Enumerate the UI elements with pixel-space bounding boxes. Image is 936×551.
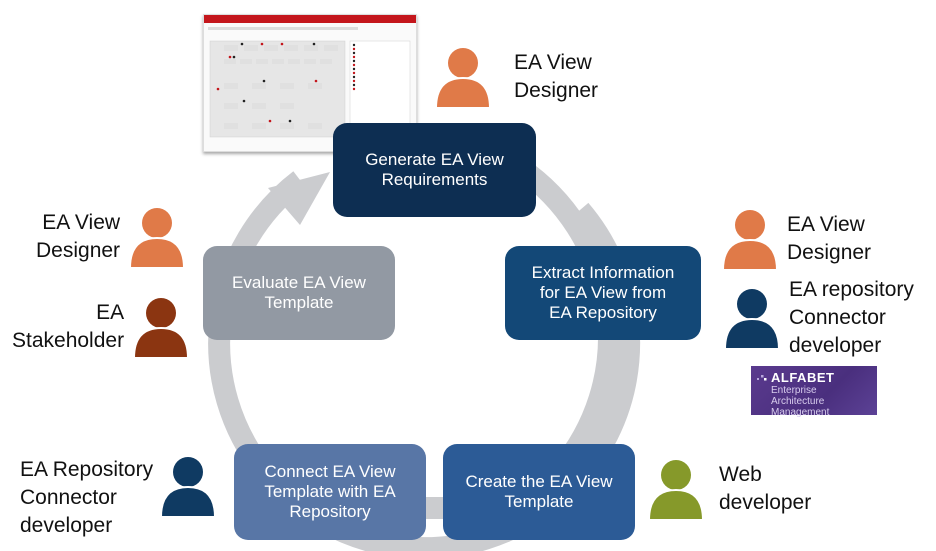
role-label: Web developer [719, 463, 812, 514]
role-ea-stakeholder: EA Stakeholder [12, 296, 190, 358]
alfabet-brand-text: ALFABET [771, 370, 835, 385]
step-generate-requirements: Generate EA View Requirements [333, 123, 536, 217]
step-create-template: Create the EA View Template [443, 444, 635, 540]
step-connect-template: Connect EA View Template with EA Reposit… [234, 444, 426, 540]
step-extract-information: Extract Information for EA View from EA … [505, 246, 701, 340]
person-icon [647, 460, 705, 520]
role-label: EA View Designer [36, 211, 121, 262]
ring-connector-bottom [420, 497, 450, 519]
role-web-developer: Web developer [647, 458, 811, 520]
role-label: EA Stakeholder [12, 301, 125, 352]
role-ea-repository-connector-developer-right: EA repository Connector developer [723, 276, 914, 360]
person-icon [723, 289, 781, 349]
role-ea-view-designer-left: EA View Designer [36, 206, 186, 268]
person-icon [133, 298, 190, 358]
alfabet-brand: ALFABET [757, 371, 871, 385]
thumbnail-title-bar [204, 15, 416, 23]
ea-view-screenshot-thumbnail [203, 14, 417, 152]
step-evaluate-template: Evaluate EA View Template [203, 246, 395, 340]
alfabet-logo: ALFABET Enterprise Architecture Manageme… [751, 366, 877, 418]
person-icon [721, 210, 779, 270]
alfabet-tagline: Enterprise Architecture Management [771, 385, 830, 418]
role-label: EA repository Connector developer [789, 278, 914, 357]
role-ea-view-designer-top: EA View Designer [434, 46, 598, 108]
role-label: EA View Designer [787, 213, 872, 264]
thumbnail-content [208, 27, 411, 138]
role-label: EA View Designer [514, 51, 599, 102]
person-icon [160, 457, 217, 517]
role-ea-repository-connector-developer-bottom: EA Repository Connector developer [20, 456, 217, 540]
alfabet-dots-icon [757, 375, 767, 381]
role-ea-view-designer-right: EA View Designer [721, 208, 871, 270]
person-icon [434, 48, 492, 108]
person-icon [129, 208, 186, 268]
ring-arrowhead [268, 172, 330, 225]
role-label: EA Repository Connector developer [20, 458, 154, 537]
